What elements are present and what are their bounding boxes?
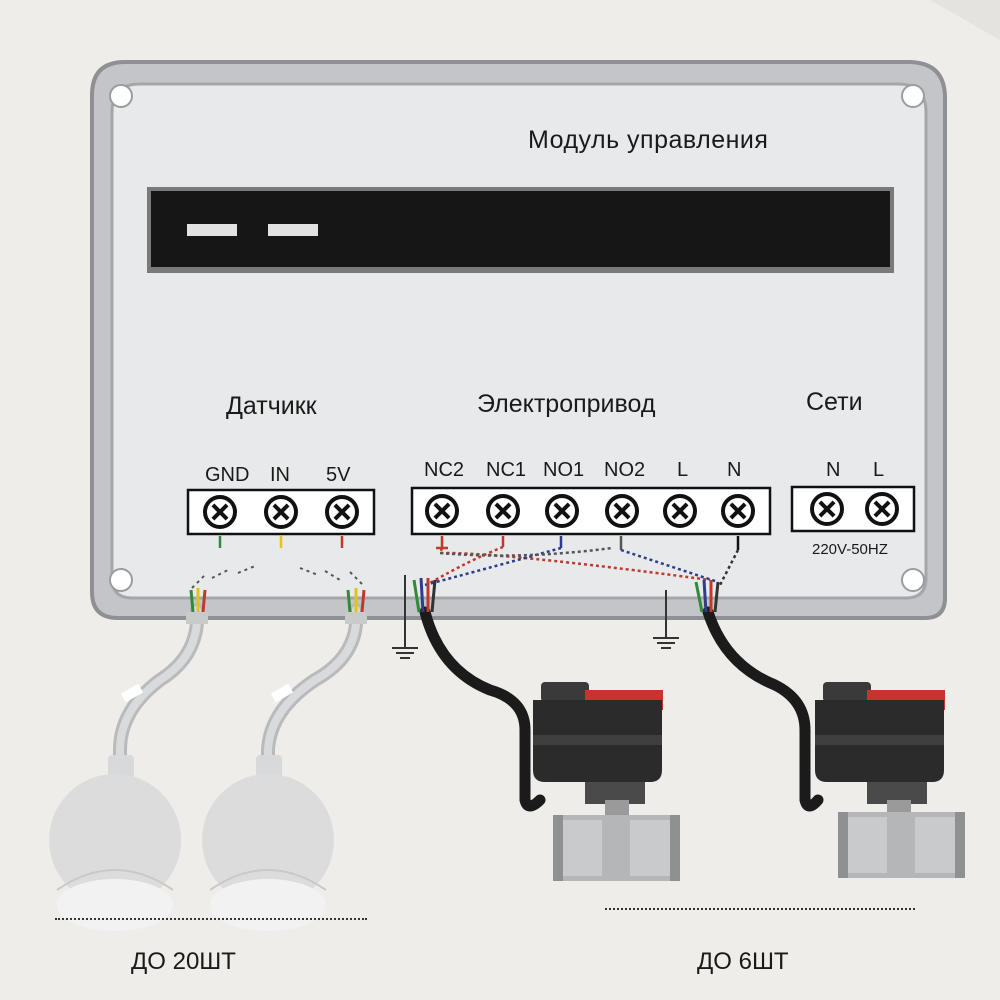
mount-hole-top-right [901,84,925,108]
display-panel [147,187,894,273]
valves-separator [605,908,915,910]
screw-terminal-nc2 [425,494,459,528]
water-sensor-2 [202,755,334,931]
screw-terminal-5v [325,495,359,529]
actuator-group-title: Электропривод [477,390,656,418]
sensor-cable-right [261,588,367,782]
actuator-terminal-block [410,486,772,536]
screw-terminal-mains-n [810,492,844,526]
valve-cable-left [412,577,546,812]
terminal-label-in: IN [270,464,290,486]
terminal-label-5v: 5V [326,464,351,486]
display-indicator-1 [187,224,237,236]
mains-label-n: N [826,459,841,481]
screw-terminal-no1 [545,494,579,528]
screw-terminal-l [663,494,697,528]
mains-label-l: L [873,459,885,481]
mains-rating: 220V-50HZ [812,541,888,558]
terminal-label-no1: NO1 [543,459,585,481]
sensors-separator [55,918,367,920]
screw-terminal-in [264,495,298,529]
valve-cable-right [694,579,824,812]
motorized-valve-1 [533,682,680,881]
valves-count-caption: ДО 6ШТ [697,948,789,975]
module-title: Модуль управления [528,126,769,154]
screw-terminal-n [721,494,755,528]
motorized-valve-2 [815,682,965,878]
mount-hole-bottom-left [109,568,133,592]
terminal-label-no2: NO2 [604,459,646,481]
terminal-label-n: N [727,459,742,481]
terminal-label-gnd: GND [205,464,250,486]
ground-symbol-left [392,575,418,659]
sensors-count-caption: ДО 20ШТ [131,948,236,975]
terminal-label-l: L [677,459,689,481]
ground-symbol-right [653,590,679,649]
sensor-cable-left [113,588,208,782]
screw-terminal-no2 [605,494,639,528]
screw-terminal-mains-l [865,492,899,526]
sensor-group-title: Датчикк [226,392,317,420]
display-indicator-2 [268,224,318,236]
mount-hole-top-left [109,84,133,108]
screw-terminal-gnd [203,495,237,529]
terminal-label-nc2: NC2 [424,459,465,481]
water-sensor-1 [49,755,181,931]
mains-group-title: Сети [806,388,863,416]
screw-terminal-nc1 [486,494,520,528]
mount-hole-bottom-right [901,568,925,592]
terminal-label-nc1: NC1 [486,459,527,481]
